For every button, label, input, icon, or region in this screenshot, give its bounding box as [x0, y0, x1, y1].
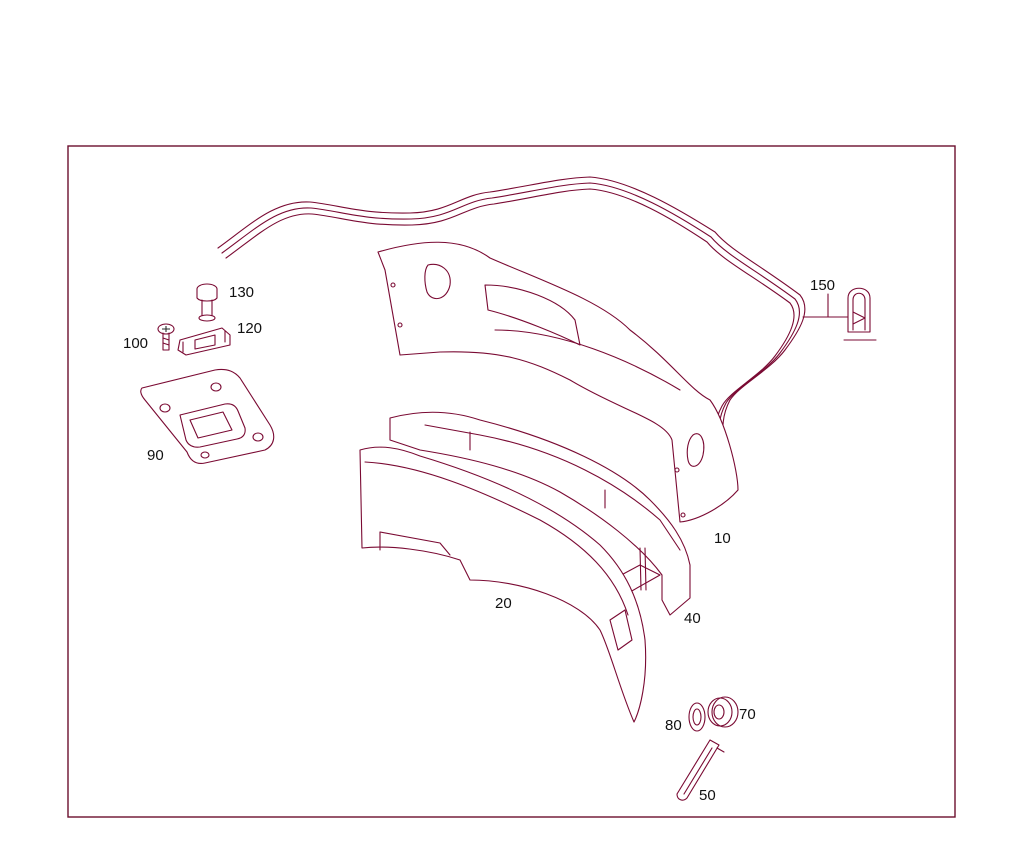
label-100: 100	[123, 335, 148, 352]
diagram-frame	[67, 145, 956, 818]
part-130-bolt[interactable]	[196, 283, 218, 322]
label-120: 120	[237, 320, 262, 337]
label-10: 10	[714, 530, 731, 547]
seal-cross-section	[802, 287, 877, 341]
part-150-seal[interactable]	[217, 176, 806, 443]
part-70-grommet[interactable]	[707, 696, 739, 728]
label-90: 90	[147, 447, 164, 464]
part-50-strap[interactable]	[676, 739, 725, 801]
label-150: 150	[810, 277, 835, 294]
label-50: 50	[699, 787, 716, 804]
part-100-screw[interactable]	[157, 323, 175, 351]
part-10-trim-panel[interactable]	[377, 241, 739, 523]
part-90-cover-plate[interactable]	[140, 368, 275, 464]
label-70: 70	[739, 706, 756, 723]
part-120-clip[interactable]	[177, 327, 231, 356]
label-20: 20	[495, 595, 512, 612]
part-20-floor-trim[interactable]	[359, 446, 647, 723]
label-130: 130	[229, 284, 254, 301]
label-40: 40	[684, 610, 701, 627]
part-80-nut[interactable]	[688, 702, 706, 732]
label-80: 80	[665, 717, 682, 734]
